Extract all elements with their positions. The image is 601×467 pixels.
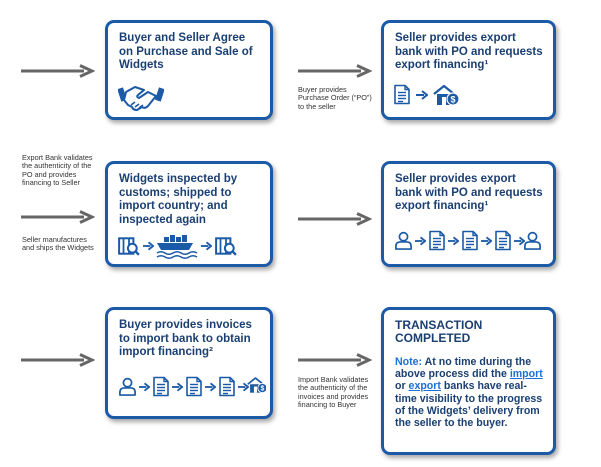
box3-title: Widgets inspected by customs; shipped to… (119, 173, 238, 226)
crate-inspect-icon (215, 237, 237, 256)
small-arrow-icon (143, 241, 154, 251)
small-arrow-icon (481, 236, 492, 246)
export-word: export (408, 380, 441, 393)
box2-title: Seller provides export bank with PO and … (395, 32, 543, 71)
small-arrow-icon (139, 382, 150, 392)
box-seller-export-bank-1: Seller provides export bank with PO and … (381, 20, 556, 120)
po-to-bank-icons (394, 84, 459, 106)
box5-title: Buyer provides invoices to import bank t… (119, 319, 252, 358)
cargo-ship-icon (156, 235, 198, 260)
arrow-into-box3 (21, 210, 95, 224)
note-buyer-po: Buyer provides Purchase Order (“PO”) to … (298, 85, 372, 111)
document-icon (219, 376, 235, 397)
box-seller-export-bank-2: Seller provides export bank with PO and … (381, 161, 556, 267)
crate-inspect-icon (118, 237, 140, 256)
small-arrow-icon (201, 241, 212, 251)
small-arrow-icon (238, 382, 249, 392)
small-arrow-icon (448, 236, 459, 246)
note-label: Note: (395, 356, 423, 368)
arrow-into-box5 (21, 353, 95, 367)
note-export-bank-validates: Export Bank validates the authenticity o… (22, 153, 93, 188)
box-agree-purchase: Buyer and Seller Agree on Purchase and S… (105, 20, 273, 120)
person-icon (119, 377, 136, 396)
box-transaction-completed: TRANSACTION COMPLETED Note: At no time d… (381, 307, 556, 455)
note-part3: banks have real-time visibility to the p… (395, 380, 543, 430)
document-icon (495, 230, 511, 251)
person-icon (395, 231, 412, 250)
arrow-into-box1 (21, 64, 95, 78)
import-word: import (509, 368, 543, 381)
document-icon (394, 84, 410, 105)
box1-title: Buyer and Seller Agree on Purchase and S… (119, 32, 253, 71)
small-arrow-icon (172, 382, 183, 392)
box6-title: TRANSACTION COMPLETED (395, 318, 483, 345)
box-buyer-import-bank: Buyer provides invoices to import bank t… (105, 307, 273, 419)
box4-title: Seller provides export bank with PO and … (395, 173, 543, 212)
small-arrow-icon (415, 236, 426, 246)
document-icon (153, 376, 169, 397)
document-icon (186, 376, 202, 397)
document-icon (462, 230, 478, 251)
note-part2: or (395, 380, 409, 393)
small-arrow-icon (416, 90, 428, 100)
box-customs-inspection: Widgets inspected by customs; shipped to… (105, 161, 273, 267)
bank-icon (433, 84, 459, 106)
docs-chain-icons (395, 230, 541, 251)
final-note: Note: At no time during the above proces… (395, 356, 547, 429)
handshake-icon (118, 86, 164, 111)
import-chain-icons (119, 376, 266, 397)
note-import-bank-validates: Import Bank validates the authenticity o… (298, 375, 369, 410)
note-part1: At no time during the above process did … (395, 356, 532, 381)
note-seller-ships: Seller manufactures and ships the Widget… (22, 235, 94, 253)
inspection-ship-icons (118, 235, 237, 260)
arrow-box1-to-box2 (298, 64, 372, 78)
document-icon (429, 230, 445, 251)
person-icon (524, 231, 541, 250)
bank-icon (247, 377, 266, 394)
small-arrow-icon (205, 382, 216, 392)
arrow-box5-to-box6 (298, 353, 372, 367)
small-arrow-icon (514, 236, 525, 246)
arrow-box3-to-box4 (298, 212, 372, 226)
